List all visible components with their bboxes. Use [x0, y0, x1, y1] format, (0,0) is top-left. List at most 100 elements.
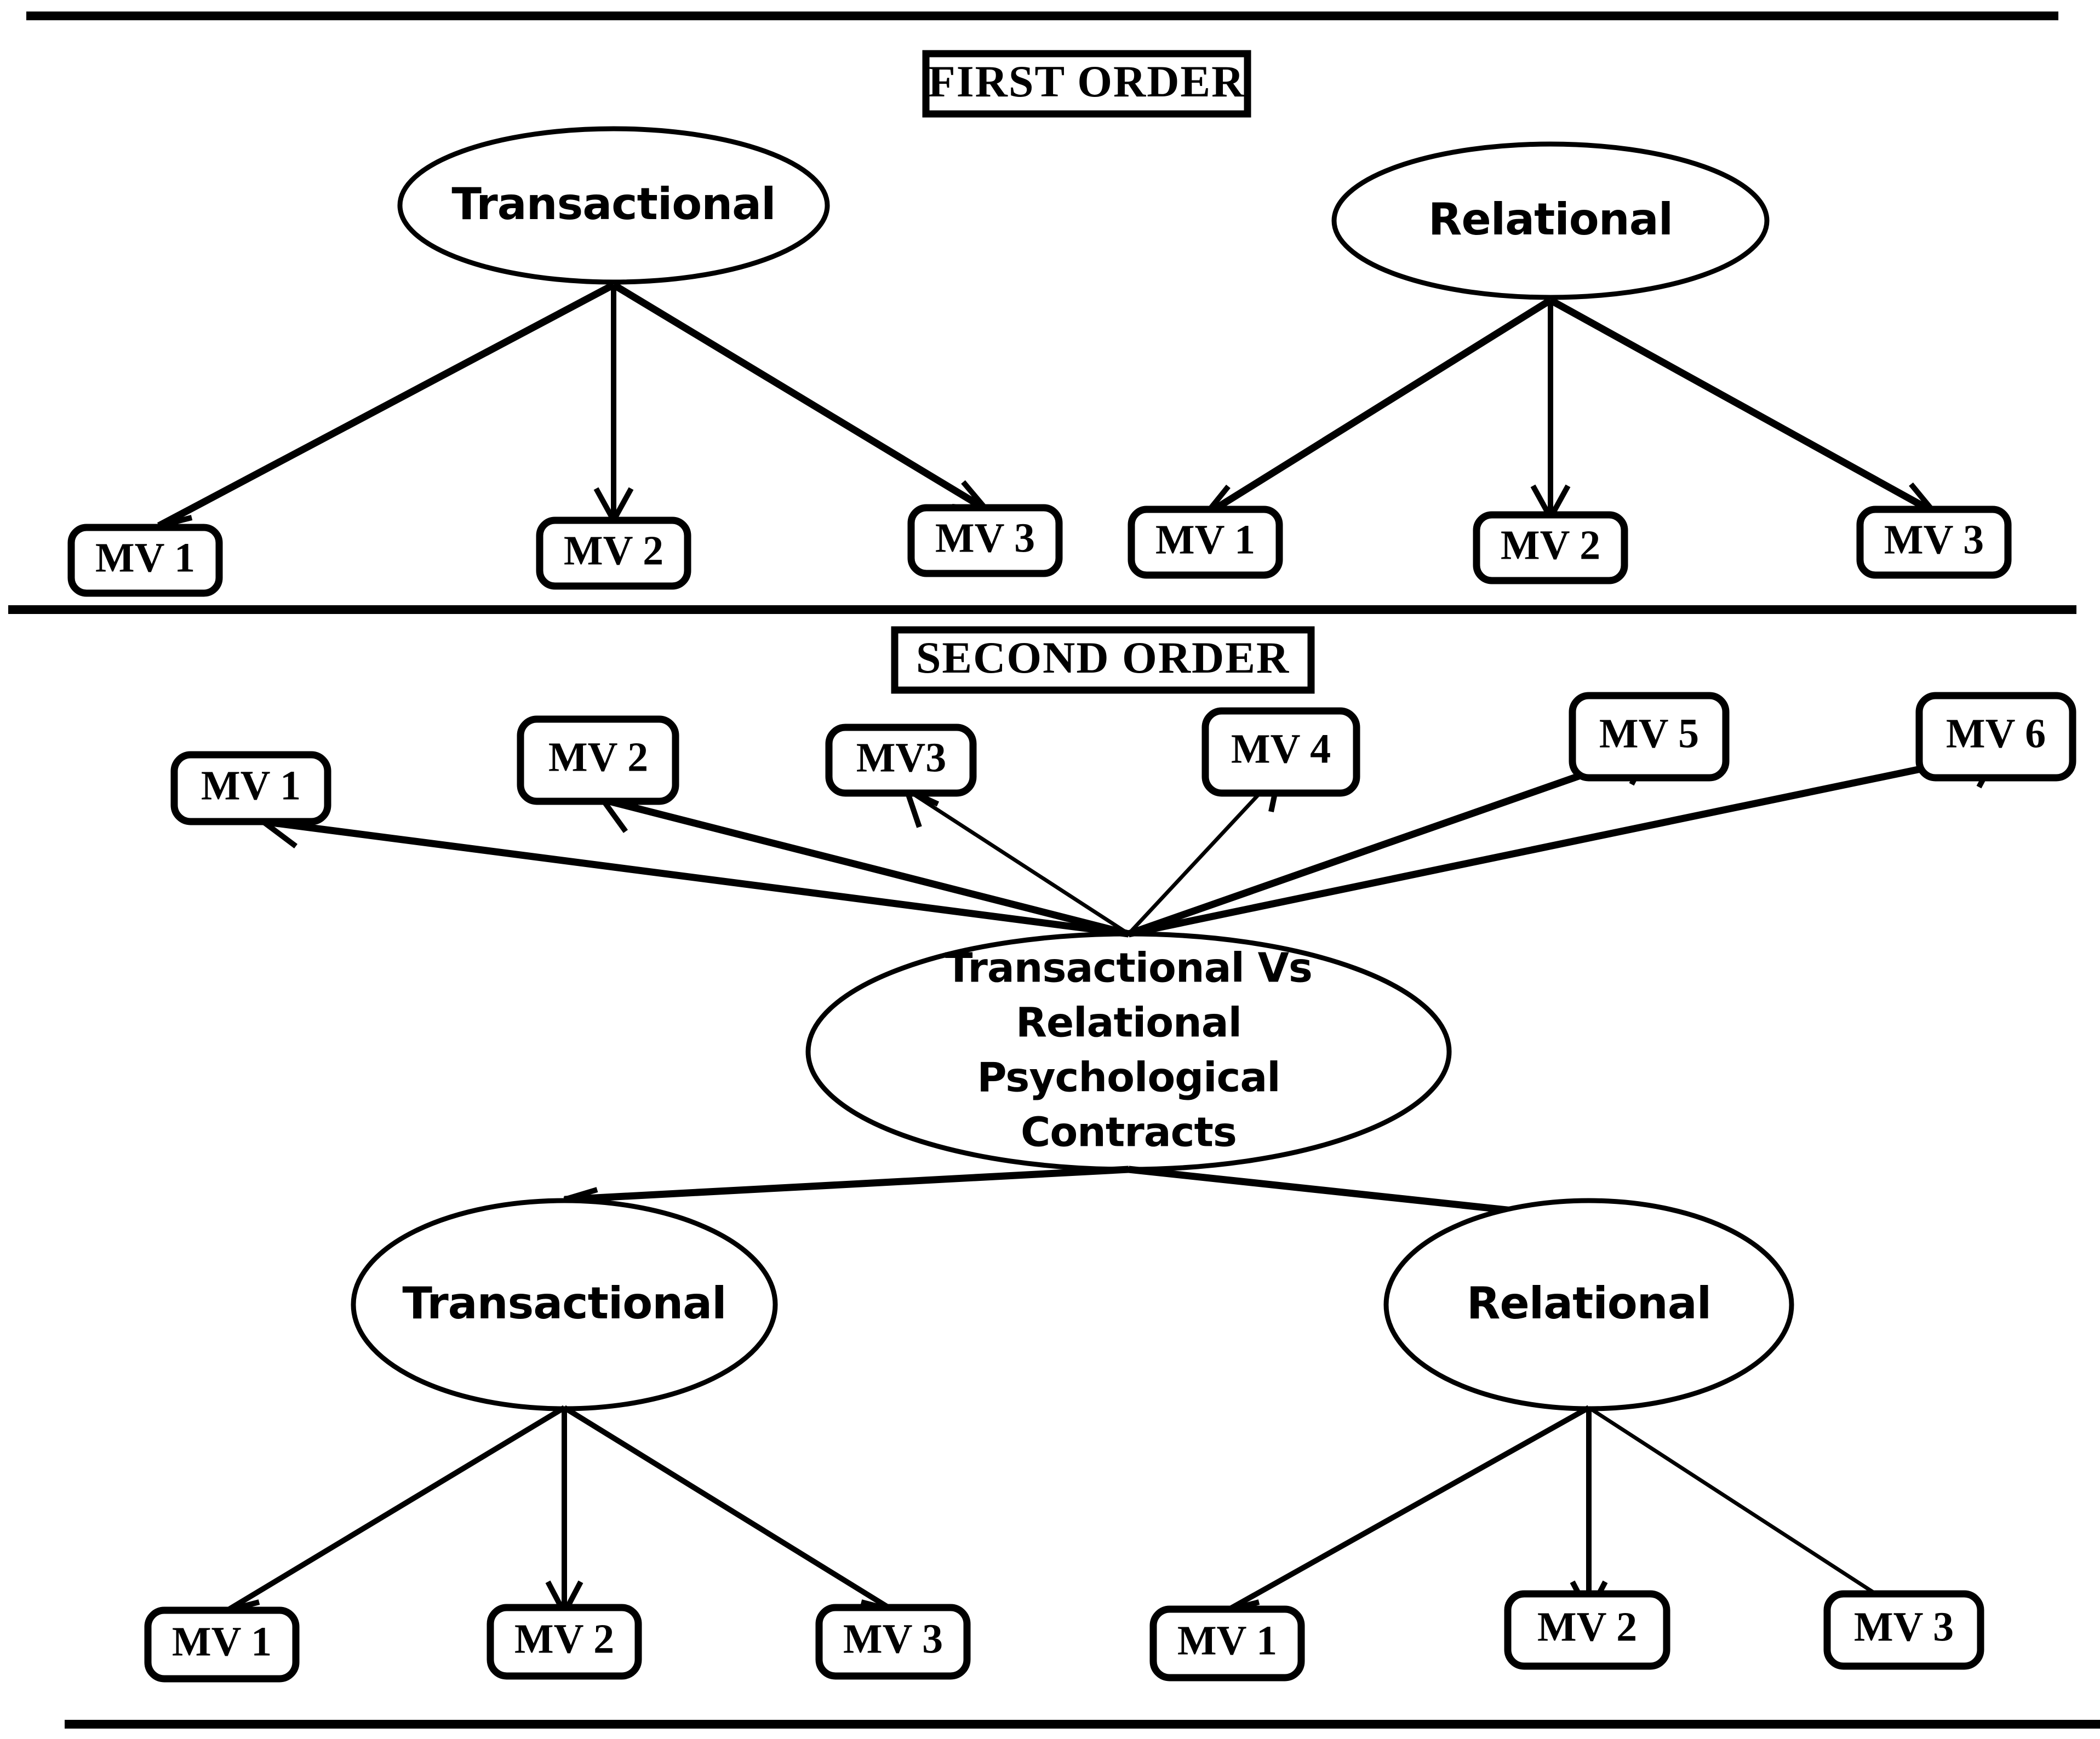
so-hoc-line-2: Relational: [1016, 1000, 1241, 1047]
fo-relational-ellipse[interactable]: [1331, 141, 1770, 300]
so-indicator-box[interactable]: MV 2: [517, 715, 679, 805]
so-mv4-label: MV 4: [1231, 726, 1331, 772]
so-t-mv1-label: MV 1: [172, 1619, 272, 1665]
so-r-mv3-label: MV 3: [1854, 1604, 1954, 1650]
fo-t-mv3-label: MV 3: [935, 515, 1035, 561]
so-transactional-label: Transactional: [402, 1278, 726, 1329]
fo-relational-label: Relational: [1428, 194, 1673, 245]
so-indicator-box[interactable]: MV 1: [1149, 1605, 1305, 1681]
so-relational-indicators: MV 1 MV 2 MV 3: [1149, 1590, 1984, 1681]
so-hoc-line-1: Transactional Vs: [945, 945, 1312, 992]
so-t-mv3-label: MV 3: [843, 1616, 943, 1662]
fo-t-mv1-box[interactable]: [67, 524, 223, 597]
so-transactional-indicators: MV 1 MV 2 MV 3: [144, 1604, 971, 1683]
so-r-mv3-box[interactable]: [1823, 1590, 1984, 1670]
fo-r-mv1-box[interactable]: [1128, 506, 1283, 579]
edge-so-hoc-mv6: [1128, 749, 1998, 938]
so-r-mv2-label: MV 2: [1537, 1604, 1637, 1650]
so-t-mv2-label: MV 2: [514, 1616, 614, 1662]
so-indicator-box[interactable]: MV3: [825, 724, 977, 797]
edge-so-hoc-mv3: [906, 788, 1130, 935]
fo-relational-edges: [1203, 297, 1936, 519]
so-t-mv2-box[interactable]: [487, 1604, 642, 1680]
fo-r-mv3-box[interactable]: [1856, 506, 2012, 579]
fo-r-mv1-label: MV 1: [1155, 516, 1255, 563]
so-indicator-box[interactable]: MV 1: [170, 751, 331, 825]
so-mv3-label: MV3: [856, 734, 947, 780]
so-construct-transactional[interactable]: Transactional: [351, 1198, 778, 1411]
so-t-mv1-box[interactable]: [144, 1606, 300, 1683]
so-higher-order-construct[interactable]: Transactional Vs Relational Psychologica…: [805, 931, 1452, 1172]
edge-so-relational-mv1: [1226, 1405, 1590, 1613]
so-mv1-box[interactable]: [170, 751, 331, 825]
second-order-title: SECOND ORDER: [891, 626, 1315, 694]
first-order-title-box: [922, 50, 1251, 118]
edge-fo-relational-mv3: [1548, 297, 1936, 515]
so-hoc-line-3: Psychological: [977, 1054, 1280, 1101]
fo-indicator-box[interactable]: MV 2: [536, 516, 691, 590]
so-indicator-box[interactable]: MV 3: [815, 1604, 971, 1680]
edge-so-transactional-mv3: [563, 1405, 895, 1613]
fo-transactional-ellipse[interactable]: [397, 126, 830, 285]
so-indicator-box[interactable]: MV 4: [1201, 707, 1360, 797]
first-order-title-label: FIRST ORDER: [928, 56, 1245, 106]
first-order-title: FIRST ORDER: [922, 50, 1251, 118]
edge-so-hoc-transactional: [564, 1166, 1129, 1203]
edge-fo-transactional-mv1: [157, 282, 616, 529]
fo-indicator-box[interactable]: MV 3: [1856, 506, 2012, 579]
edge-so-hoc-mv5: [1127, 748, 1651, 938]
edge-so-transactional-mv1: [226, 1405, 566, 1613]
second-order-title-box: [891, 626, 1315, 694]
fo-indicator-box[interactable]: MV 2: [1473, 511, 1628, 584]
so-mv5-box[interactable]: [1569, 692, 1730, 782]
fo-r-mv2-label: MV 2: [1501, 522, 1600, 568]
so-mv3-box[interactable]: [825, 724, 977, 797]
so-r-mv2-box[interactable]: [1504, 1590, 1670, 1670]
fo-r-mv3-label: MV 3: [1884, 516, 1984, 563]
so-t-mv3-box[interactable]: [815, 1604, 971, 1680]
fo-indicator-box[interactable]: MV 1: [1128, 506, 1283, 579]
edge-so-hoc-mv1: [262, 818, 1129, 938]
so-mv6-box[interactable]: [1915, 692, 2076, 782]
fo-transactional-edges: [157, 282, 988, 553]
arrowhead-fo-transactional-mv2: [593, 487, 634, 522]
so-indicator-box[interactable]: MV 2: [487, 1604, 642, 1680]
edge-fo-relational-mv1: [1203, 297, 1553, 518]
so-construct-relational[interactable]: Relational: [1383, 1198, 1794, 1411]
so-indicator-box[interactable]: MV 1: [144, 1606, 300, 1683]
fo-t-mv2-label: MV 2: [564, 527, 663, 573]
second-order-title-label: SECOND ORDER: [916, 633, 1290, 682]
so-mv2-box[interactable]: [517, 715, 679, 805]
so-mv4-box[interactable]: [1201, 707, 1360, 797]
edge-fo-transactional-mv3: [611, 282, 988, 513]
so-r-mv1-label: MV 1: [1177, 1617, 1277, 1663]
so-r-mv1-box[interactable]: [1149, 1605, 1305, 1681]
fo-t-mv2-box[interactable]: [536, 516, 691, 590]
so-indicator-box[interactable]: MV 6: [1915, 692, 2076, 782]
so-hoc-indicators: MV 1 MV 2 MV3 MV 4 MV 5 MV 6: [170, 692, 2076, 825]
fo-transactional-indicators: MV 1 MV 2 MV 3: [67, 504, 1063, 597]
so-transactional-edges: [225, 1405, 895, 1637]
fo-construct-relational[interactable]: Relational: [1331, 141, 1770, 300]
so-hoc-line-4: Contracts: [1021, 1109, 1237, 1156]
fo-t-mv3-box[interactable]: [907, 504, 1063, 577]
so-mv5-label: MV 5: [1599, 710, 1699, 756]
so-indicator-box[interactable]: MV 2: [1504, 1590, 1670, 1670]
fo-r-mv2-box[interactable]: [1473, 511, 1628, 584]
fo-indicator-box[interactable]: MV 1: [67, 524, 223, 597]
so-mv6-label: MV 6: [1946, 710, 2046, 756]
edge-so-hoc-mv2: [602, 796, 1130, 938]
so-indicator-box[interactable]: MV 3: [1823, 1590, 1984, 1670]
so-hoc-indicator-edges: [261, 748, 2000, 938]
fo-transactional-label: Transactional: [451, 179, 775, 229]
so-indicator-box[interactable]: MV 5: [1569, 692, 1730, 782]
so-mv1-label: MV 1: [201, 762, 301, 808]
fo-t-mv1-label: MV 1: [95, 535, 195, 581]
so-mv2-label: MV 2: [548, 734, 648, 780]
fo-relational-indicators: MV 1 MV 2 MV 3: [1128, 506, 2012, 584]
edge-so-relational-mv3: [1588, 1406, 1902, 1612]
fo-construct-transactional[interactable]: Transactional: [397, 126, 830, 285]
fo-indicator-box[interactable]: MV 3: [907, 504, 1063, 577]
